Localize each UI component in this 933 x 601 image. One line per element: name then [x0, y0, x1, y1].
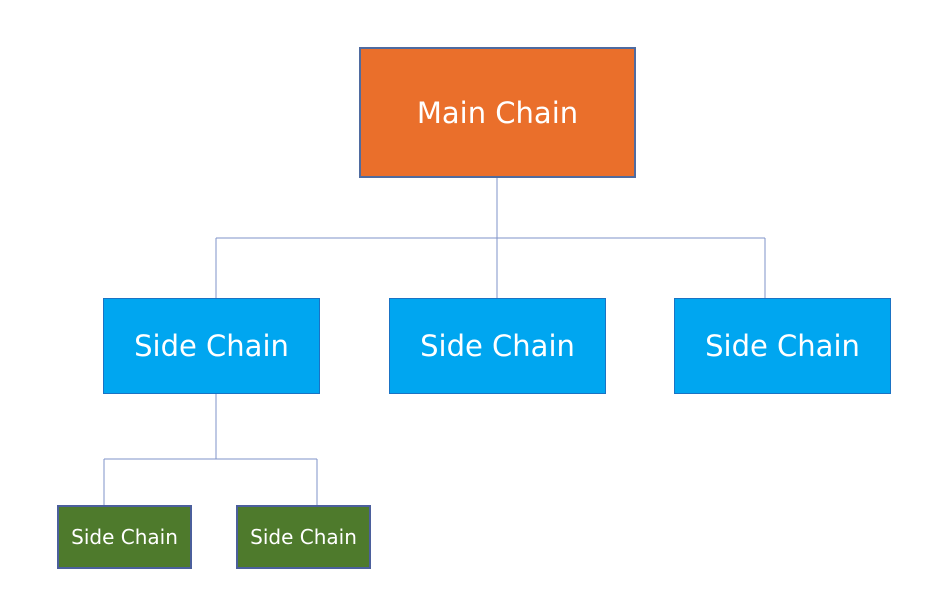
side-chain-node-2: Side Chain	[389, 298, 606, 394]
sub-side-chain-label: Side Chain	[71, 525, 178, 549]
sub-side-chain-node-2: Side Chain	[236, 505, 371, 569]
side-chain-label: Side Chain	[420, 329, 575, 363]
side-chain-node-1: Side Chain	[103, 298, 320, 394]
main-chain-node: Main Chain	[359, 47, 636, 178]
side-chain-node-3: Side Chain	[674, 298, 891, 394]
sub-side-chain-node-1: Side Chain	[57, 505, 192, 569]
side-chain-label: Side Chain	[705, 329, 860, 363]
main-chain-label: Main Chain	[416, 95, 579, 130]
side-chain-label: Side Chain	[134, 329, 289, 363]
sub-side-chain-label: Side Chain	[250, 525, 357, 549]
